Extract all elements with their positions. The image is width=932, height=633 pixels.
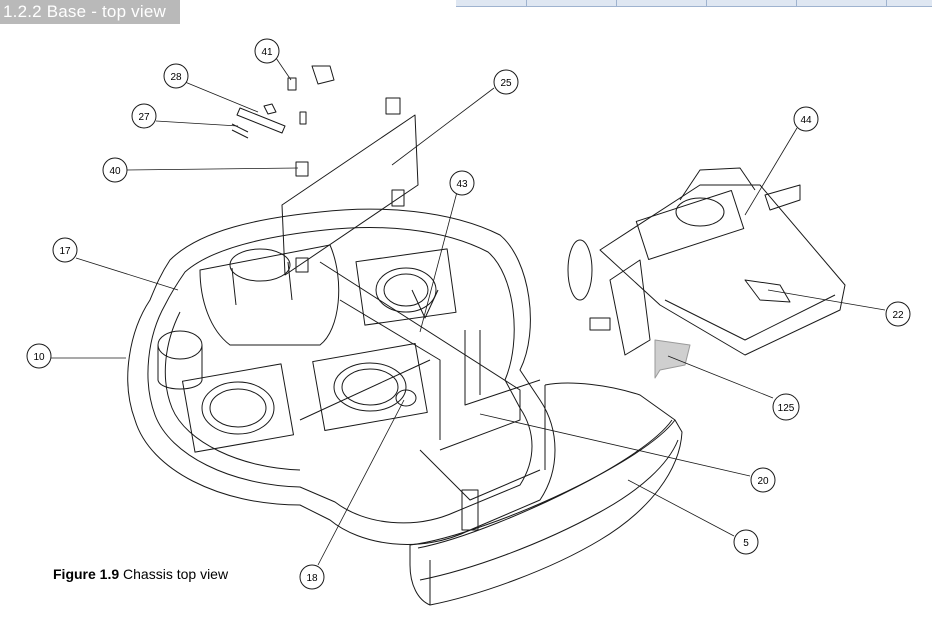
svg-text:5: 5	[743, 538, 749, 549]
callout-5: 5	[733, 529, 759, 555]
top-rule	[456, 0, 932, 7]
chassis-outer-rim	[127, 208, 556, 545]
figure-label: Figure 1.9	[53, 566, 120, 582]
callout-40: 40	[102, 157, 128, 183]
section-header: 1.2.2 Base - top view	[0, 0, 180, 24]
svg-text:17: 17	[59, 246, 71, 257]
chassis-inner-rim	[147, 227, 533, 524]
svg-text:10: 10	[33, 352, 45, 363]
plate-25	[281, 114, 419, 276]
svg-text:20: 20	[757, 476, 769, 487]
svg-text:22: 22	[892, 310, 904, 321]
side-module	[599, 184, 846, 356]
svg-text:41: 41	[261, 47, 273, 58]
svg-text:25: 25	[500, 78, 512, 89]
callout-17: 17	[52, 237, 78, 263]
callout-44: 44	[793, 106, 819, 132]
callout-125: 125	[772, 393, 800, 421]
figure-caption-text: Chassis top view	[123, 566, 229, 582]
callout-20: 20	[750, 467, 776, 493]
svg-text:43: 43	[456, 179, 468, 190]
callout-43: 43	[449, 170, 475, 196]
svg-text:44: 44	[800, 115, 812, 126]
svg-text:125: 125	[778, 403, 795, 414]
callout-25: 25	[493, 69, 519, 95]
callout-41: 41	[254, 38, 280, 64]
callout-28: 28	[163, 63, 189, 89]
figure-caption: Figure 1.9 Chassis top view	[53, 566, 228, 582]
svg-text:28: 28	[170, 72, 182, 83]
callout-27: 27	[131, 103, 157, 129]
part-125	[654, 339, 691, 379]
svg-text:40: 40	[109, 166, 121, 177]
front-bumper	[409, 419, 683, 606]
callout-18: 18	[299, 564, 325, 590]
svg-text:27: 27	[138, 112, 150, 123]
svg-text:18: 18	[306, 573, 318, 584]
callout-22: 22	[885, 301, 911, 327]
callout-10: 10	[26, 343, 52, 369]
